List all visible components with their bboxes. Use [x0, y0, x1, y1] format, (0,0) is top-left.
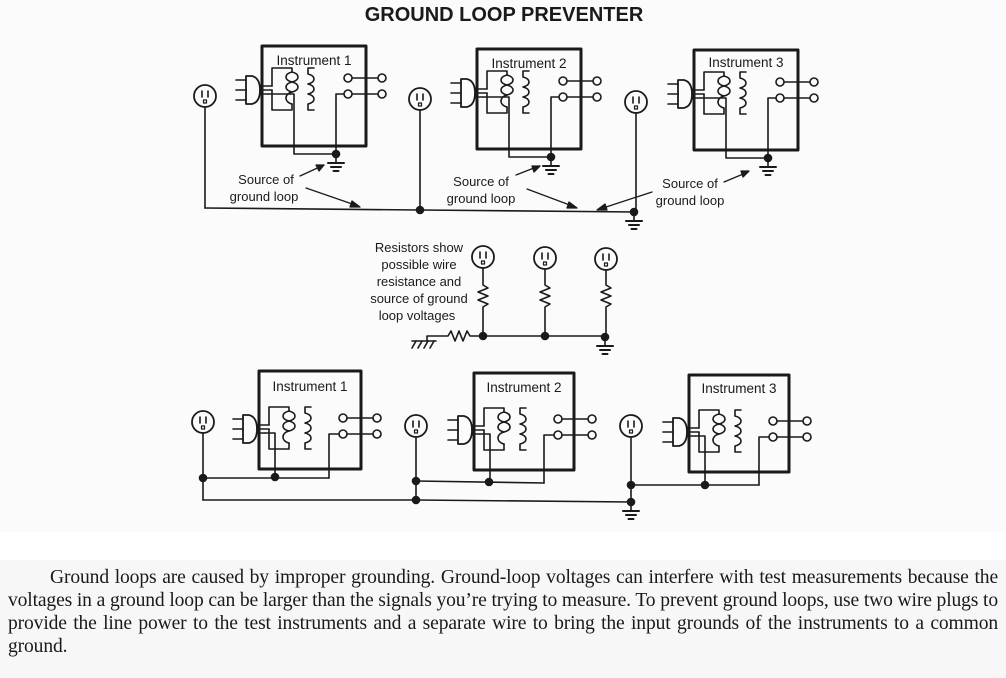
- annotation-text: Source of: [238, 172, 294, 187]
- wall-outlet-icon: [533, 246, 557, 270]
- wall-outlet-icon: [191, 410, 215, 434]
- wall-outlet-icon: [594, 247, 618, 271]
- resistor-icon: [426, 330, 484, 342]
- ground-symbol-icon: [596, 339, 614, 355]
- instrument-1-top: Instrument 1: [234, 44, 388, 156]
- resistor-icon: [477, 267, 489, 337]
- ground-symbol-icon: [622, 504, 640, 520]
- wall-outlet-icon: [619, 414, 643, 438]
- resistor-model-circuit: Resistors show possible wire resistance …: [370, 240, 618, 355]
- resistor-icon: [539, 268, 551, 337]
- resistor-icon: [600, 269, 612, 337]
- instrument-3-top: Instrument 3: [666, 48, 820, 160]
- caption-text: Ground loops are caused by improper grou…: [8, 566, 998, 658]
- chassis-ground-icon: [411, 340, 437, 349]
- ground-symbol-icon: [327, 156, 345, 172]
- annotation-text: ground loop: [230, 189, 299, 204]
- instrument-2-bottom: Instrument 2: [447, 371, 597, 484]
- instrument-2-top: Instrument 2: [449, 47, 603, 159]
- diagram-title: GROUND LOOP PREVENTER: [365, 4, 644, 26]
- ground-symbol-icon: [625, 214, 643, 230]
- wall-outlet-icon: [193, 84, 217, 108]
- instrument-label: Instrument 1: [272, 379, 347, 394]
- annotation-text: ground loop: [656, 193, 725, 208]
- annotation-text: ground loop: [447, 191, 516, 206]
- instrument-1-bottom: Instrument 1: [232, 369, 382, 479]
- caption-panel: [0, 560, 1006, 678]
- ground-symbol-icon: [759, 160, 777, 176]
- caption-paragraph: Ground loops are caused by improper grou…: [8, 567, 998, 657]
- instrument-label: Instrument 2: [486, 380, 561, 395]
- wall-outlet-icon: [404, 414, 428, 438]
- note-text: Resistors show: [375, 240, 464, 255]
- note-text: resistance and: [377, 274, 462, 289]
- note-text: source of ground: [370, 291, 468, 306]
- wall-outlet-icon: [624, 90, 648, 114]
- arrow-icon: [299, 164, 750, 211]
- instrument-label: Instrument 3: [701, 381, 776, 396]
- wall-outlet-icon: [471, 245, 495, 269]
- instrument-3-bottom: Instrument 3: [662, 373, 812, 486]
- bottom-circuit: Instrument 1 Instrument 2: [191, 369, 812, 520]
- ground-symbol-icon: [542, 159, 560, 175]
- instrument-label: Instrument 3: [708, 55, 783, 70]
- annotation-text: Source of: [662, 176, 718, 191]
- top-circuit: Instrument 1 Instrument 2 Instrument 3 S…: [193, 44, 820, 230]
- instrument-label: Instrument 2: [491, 56, 566, 71]
- wall-outlet-icon: [408, 87, 432, 111]
- note-text: loop voltages: [379, 308, 456, 323]
- ground-loop-diagram: GROUND LOOP PREVENTER Instrument 1 Instr…: [191, 4, 820, 520]
- annotation-text: Source of: [453, 174, 509, 189]
- instrument-label: Instrument 1: [276, 53, 351, 68]
- note-text: possible wire: [381, 257, 456, 272]
